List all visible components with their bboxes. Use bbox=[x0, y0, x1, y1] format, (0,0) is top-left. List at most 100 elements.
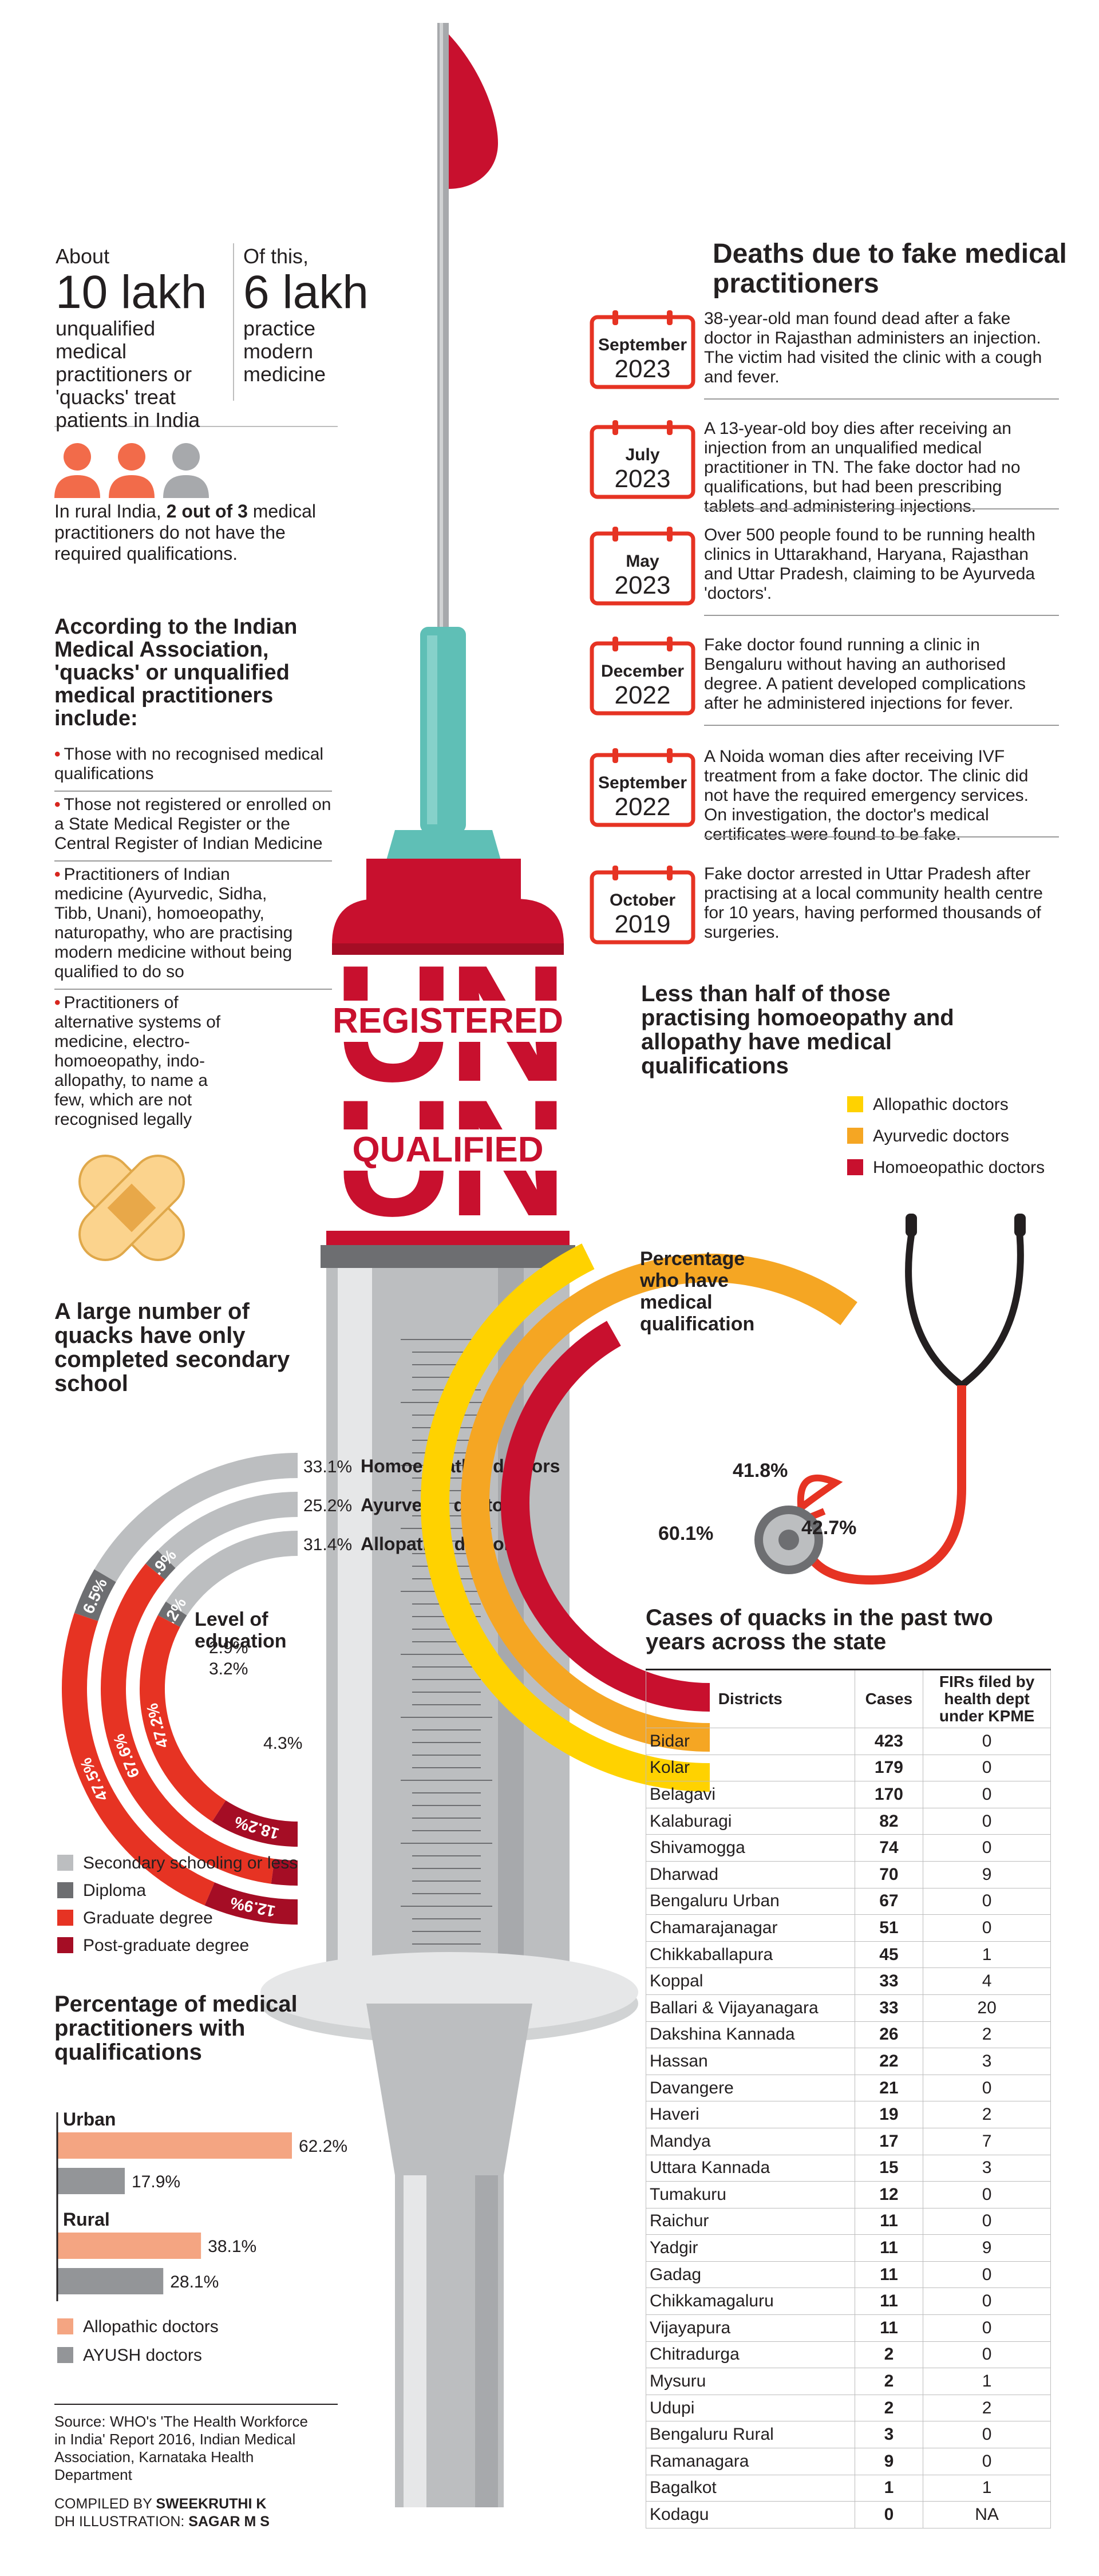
table-row: Chikkaballapura 45 1 bbox=[646, 1941, 1051, 1969]
district-cell: Dharwad bbox=[646, 1860, 855, 1888]
education-ring-segment bbox=[74, 1569, 116, 1622]
bar bbox=[57, 2233, 201, 2259]
cases-cell: 12 bbox=[854, 2181, 924, 2208]
legend-label: Ayurvedic doctors bbox=[873, 1127, 1009, 1145]
district-cell: Ramanagara bbox=[646, 2448, 855, 2475]
table-row: Bengaluru Urban 67 0 bbox=[646, 1887, 1051, 1915]
firs-cell: 3 bbox=[923, 2048, 1051, 2075]
district-cell: Kalaburagi bbox=[646, 1807, 855, 1835]
table-row: Udupi 2 2 bbox=[646, 2394, 1051, 2422]
cases-cell: 70 bbox=[854, 1860, 924, 1888]
ima-bullet: •Those not registered or enrolled on a S… bbox=[54, 792, 332, 862]
table-row: Kodagu 0 NA bbox=[646, 2501, 1051, 2528]
district-cell: Bengaluru Rural bbox=[646, 2421, 855, 2449]
timeline-event: May 2023 Over 500 people found to be run… bbox=[590, 526, 1059, 616]
syringe-cap bbox=[366, 859, 521, 904]
district-cell: Bagalkot bbox=[646, 2474, 855, 2502]
event-description: A 13-year-old boy dies after receiving a… bbox=[704, 419, 1021, 516]
source-text: Source: WHO's 'The Health Workforce in I… bbox=[54, 2413, 308, 2483]
firs-cell: 0 bbox=[923, 1781, 1051, 1808]
cases-cell: 15 bbox=[854, 2154, 924, 2182]
education-ring-segment bbox=[165, 1531, 298, 1616]
district-cell: Chamarajanagar bbox=[646, 1914, 855, 1942]
qualification-arc bbox=[421, 1243, 710, 1792]
district-cell: Vijayapura bbox=[646, 2314, 855, 2342]
bar-value-label: 38.1% bbox=[208, 2237, 256, 2256]
firs-cell: 9 bbox=[923, 2234, 1051, 2262]
legend-swatch bbox=[57, 1882, 73, 1898]
firs-cell: 0 bbox=[923, 1807, 1051, 1835]
cases-cell: 33 bbox=[854, 1994, 924, 2022]
arc-value-label: 41.8% bbox=[733, 1460, 788, 1481]
event-month: July bbox=[625, 445, 660, 464]
event-year: 2023 bbox=[614, 571, 671, 599]
qualification-arc bbox=[501, 1321, 710, 1712]
firs-cell: 0 bbox=[923, 1887, 1051, 1915]
stat-description: unqualified medical practitioners or 'qu… bbox=[56, 317, 200, 432]
cases-cell: 33 bbox=[854, 1967, 924, 1995]
segment-label: 3.2% bbox=[209, 1660, 248, 1678]
calendar-icon bbox=[590, 866, 695, 945]
table-row: Ballari & Vijayanagara 33 20 bbox=[646, 1994, 1051, 2022]
firs-cell: 1 bbox=[923, 2474, 1051, 2502]
cases-cell: 11 bbox=[854, 2234, 924, 2262]
table-row: Bengaluru Rural 3 0 bbox=[646, 2421, 1051, 2449]
table-row: Bagalkot 1 1 bbox=[646, 2474, 1051, 2502]
stat-prefix: About bbox=[56, 244, 110, 268]
education-ring-segment bbox=[157, 1492, 298, 1568]
event-year: 2023 bbox=[614, 355, 671, 383]
firs-cell: 2 bbox=[923, 2394, 1051, 2422]
event-description: 38-year-old man found dead after a fake … bbox=[704, 309, 1042, 386]
cases-cell: 19 bbox=[854, 2101, 924, 2128]
ima-heading: According to the Indian Medical Associat… bbox=[54, 615, 298, 730]
firs-cell: 7 bbox=[923, 2127, 1051, 2155]
table-row: Tumakuru 12 0 bbox=[646, 2181, 1051, 2208]
event-year: 2022 bbox=[614, 793, 671, 821]
bar-category-label: Urban bbox=[63, 2109, 116, 2129]
syringe-label-panel: UN REGISTERED UN QUALIFIED bbox=[326, 941, 570, 1241]
district-cell: Uttara Kannada bbox=[646, 2154, 855, 2182]
event-description: Fake doctor found running a clinic in Be… bbox=[704, 635, 1026, 713]
district-cell: Bidar bbox=[646, 1728, 855, 1755]
syringe-plunger bbox=[366, 2004, 532, 2507]
stethoscope-icon bbox=[754, 1214, 1026, 1585]
firs-cell: 0 bbox=[923, 2074, 1051, 2102]
cases-cell: 1 bbox=[854, 2474, 924, 2502]
district-cell: Yadgir bbox=[646, 2234, 855, 2262]
education-ring-segment bbox=[94, 1453, 298, 1582]
bar-category-label: Rural bbox=[63, 2209, 110, 2230]
stat-value: 6 lakh bbox=[243, 266, 369, 318]
district-cell: Koppal bbox=[646, 1967, 855, 1995]
cases-cell: 3 bbox=[854, 2421, 924, 2449]
firs-cell: 0 bbox=[923, 1834, 1051, 1862]
event-year: 2023 bbox=[614, 465, 671, 493]
cases-cell: 170 bbox=[854, 1781, 924, 1808]
bandage-icon bbox=[78, 1155, 185, 1261]
cases-title: Cases of quacks in the past two years ac… bbox=[646, 1605, 993, 1654]
legend-label: Homoeopathic doctors bbox=[873, 1158, 1045, 1177]
district-cell: Chitradurga bbox=[646, 2341, 855, 2369]
firs-cell: 3 bbox=[923, 2154, 1051, 2182]
district-cell: Hassan bbox=[646, 2048, 855, 2075]
education-ring-segment bbox=[271, 1859, 298, 1886]
district-cell: Shivamogga bbox=[646, 1834, 855, 1862]
header-firs: FIRs filed by health dept under KPME bbox=[923, 1669, 1051, 1728]
legend-label: Diploma bbox=[83, 1881, 147, 1900]
district-cell: Belagavi bbox=[646, 1781, 855, 1808]
table-row: Chikkamagaluru 11 0 bbox=[646, 2287, 1051, 2316]
table-row: Uttara Kannada 15 3 bbox=[646, 2154, 1051, 2182]
district-cell: Chikkaballapura bbox=[646, 1941, 855, 1969]
district-cell: Mandya bbox=[646, 2127, 855, 2155]
firs-cell: 20 bbox=[923, 1994, 1051, 2022]
table-row: Gadag 11 0 bbox=[646, 2261, 1051, 2289]
legend-label: Allopathic doctors bbox=[83, 2317, 219, 2336]
education-ring-segment bbox=[204, 1882, 298, 1925]
legend-label: Graduate degree bbox=[83, 1909, 213, 1927]
firs-cell: 0 bbox=[923, 2314, 1051, 2342]
ring-series-value: 33.1% bbox=[303, 1457, 352, 1476]
calendar-icon bbox=[590, 637, 695, 716]
stat-10-lakh: About 10 lakh unqualified medical practi… bbox=[56, 245, 227, 432]
firs-cell: 0 bbox=[923, 2448, 1051, 2475]
district-cell: Raichur bbox=[646, 2207, 855, 2235]
